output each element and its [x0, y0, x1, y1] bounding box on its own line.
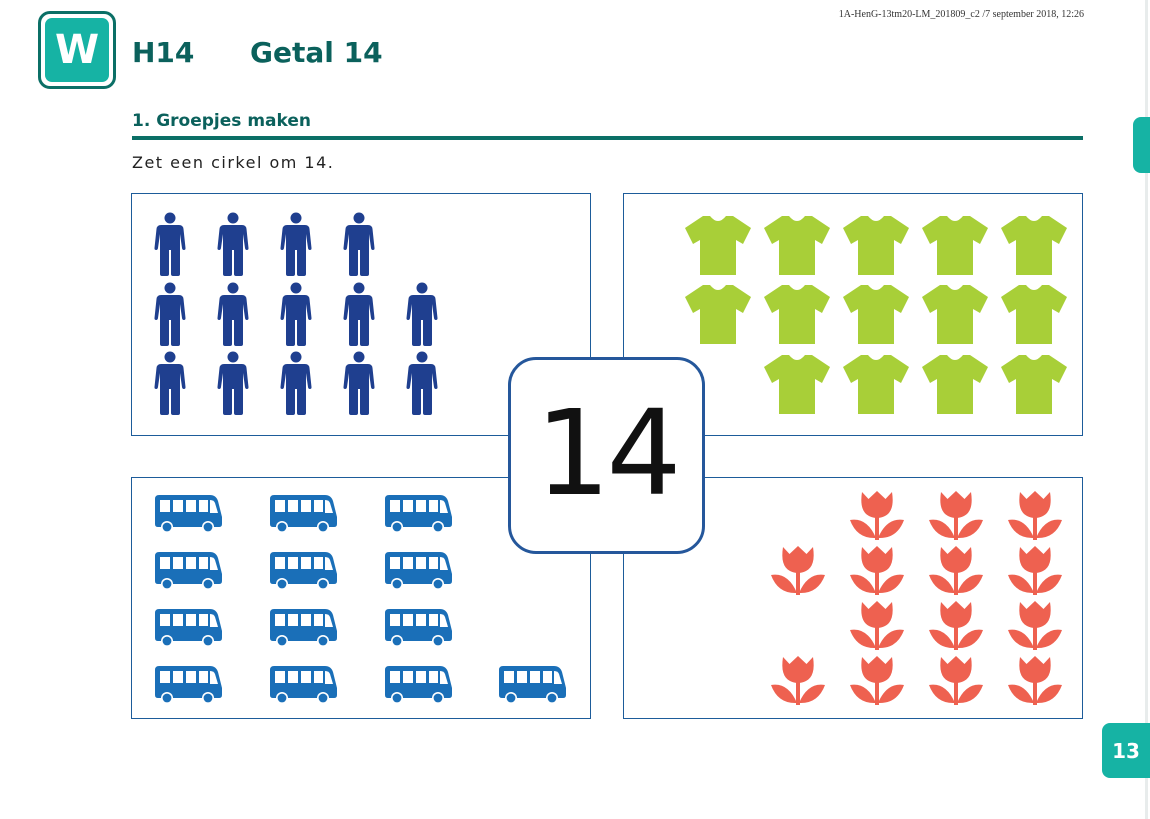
shirt-icon [763, 283, 831, 345]
tulip-icon [849, 654, 905, 706]
person-icon [342, 212, 376, 276]
tulip-icon [1007, 489, 1063, 541]
shirt-icon [921, 353, 989, 415]
person-icon [342, 282, 376, 346]
shirt-icon [842, 353, 910, 415]
tulip-icon [1007, 599, 1063, 651]
tulip-icon [928, 544, 984, 596]
shirt-icon [1000, 214, 1068, 276]
logo-letter: W [45, 18, 109, 82]
tulip-icon [770, 654, 826, 706]
tulip-icon [928, 489, 984, 541]
chapter-side-tab [1133, 117, 1150, 173]
bus-icon [154, 664, 224, 704]
person-icon [405, 282, 439, 346]
chapter-title: Getal 14 [250, 36, 383, 69]
person-icon [342, 351, 376, 415]
bus-icon [384, 493, 454, 533]
shirt-icon [1000, 353, 1068, 415]
bus-icon [269, 664, 339, 704]
bus-icon [384, 550, 454, 590]
tulip-icon [1007, 654, 1063, 706]
shirt-icon [842, 283, 910, 345]
person-icon [216, 212, 250, 276]
bus-icon [154, 493, 224, 533]
person-icon [279, 282, 313, 346]
person-icon [216, 282, 250, 346]
bus-icon [269, 607, 339, 647]
page-edge [1145, 0, 1148, 819]
person-icon [153, 212, 187, 276]
shirt-icon [921, 214, 989, 276]
shirt-icon [684, 214, 752, 276]
tulip-icon [849, 599, 905, 651]
shirt-icon [684, 283, 752, 345]
print-meta-line: 1A-HenG-13tm20-LM_201809_c2 /7 september… [838, 9, 1084, 20]
bus-icon [154, 607, 224, 647]
tulip-icon [928, 654, 984, 706]
person-icon [279, 212, 313, 276]
person-icon [405, 351, 439, 415]
shirt-icon [842, 214, 910, 276]
bus-icon [269, 550, 339, 590]
shirt-icon [1000, 283, 1068, 345]
exercise-heading: 1. Groepjes maken [132, 111, 311, 131]
bus-icon [498, 664, 568, 704]
tulip-icon [770, 544, 826, 596]
person-icon [279, 351, 313, 415]
shirt-icon [763, 214, 831, 276]
bus-icon [384, 664, 454, 704]
tulip-icon [928, 599, 984, 651]
person-icon [216, 351, 250, 415]
exercise-instruction: Zet een cirkel om 14. [132, 153, 335, 172]
chapter-code: H14 [132, 36, 195, 69]
workbook-logo: W [38, 11, 116, 89]
tulip-icon [849, 544, 905, 596]
bus-icon [384, 607, 454, 647]
shirt-icon [763, 353, 831, 415]
target-number: 14 [535, 383, 681, 522]
page-number-badge: 13 [1102, 723, 1150, 778]
tulip-icon [849, 489, 905, 541]
bus-icon [269, 493, 339, 533]
shirt-icon [921, 283, 989, 345]
heading-divider [132, 136, 1083, 140]
number-card: 14 [508, 357, 705, 554]
person-icon [153, 351, 187, 415]
person-icon [153, 282, 187, 346]
tulip-icon [1007, 544, 1063, 596]
bus-icon [154, 550, 224, 590]
